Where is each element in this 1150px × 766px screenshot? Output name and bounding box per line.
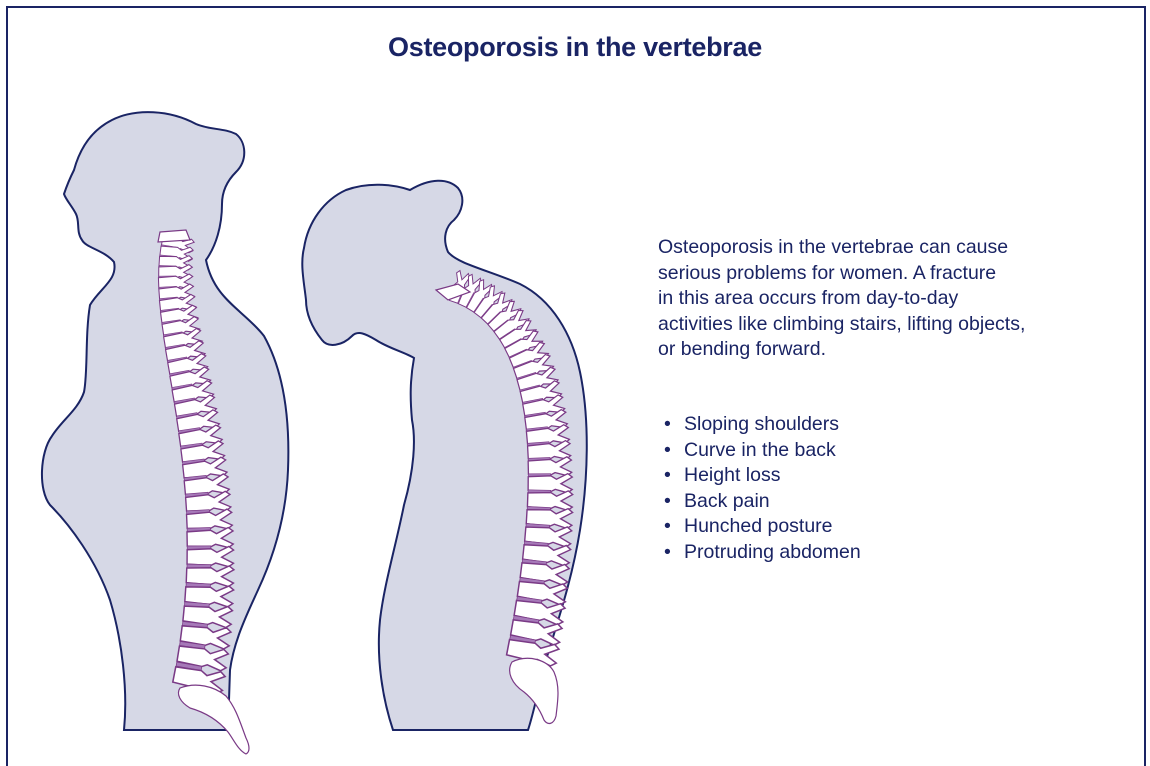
bullet-icon: • (664, 514, 671, 540)
bullet-icon: • (664, 489, 671, 515)
description-line: or bending forward. (658, 338, 826, 360)
symptom-label: Height loss (684, 464, 780, 486)
upright-woman-silhouette (42, 112, 288, 730)
description-line: Osteoporosis in the vertebrae can cause (658, 236, 1008, 258)
description-line: serious problems for women. A fracture (658, 262, 996, 284)
symptom-label: Sloping shoulders (684, 413, 839, 435)
skull-base (158, 230, 190, 242)
symptom-item: • Hunched posture (662, 514, 861, 540)
symptom-item: • Back pain (662, 489, 861, 515)
bullet-icon: • (664, 540, 671, 566)
description-line: in this area occurs from day-to-day (658, 287, 958, 309)
symptom-label: Protruding abdomen (684, 541, 861, 563)
symptom-list: • Sloping shoulders • Curve in the back • H… (662, 412, 861, 565)
symptom-item: • Curve in the back (662, 438, 861, 464)
symptom-label: Hunched posture (684, 515, 833, 537)
bullet-icon: • (664, 438, 671, 464)
symptom-item: • Height loss (662, 463, 861, 489)
symptom-item: • Sloping shoulders (662, 412, 861, 438)
bullet-icon: • (664, 412, 671, 438)
description-text: Osteoporosis in the vertebrae can cause … (658, 235, 1128, 363)
description-line: activities like climbing stairs, lifting… (658, 313, 1025, 335)
bullet-icon: • (664, 463, 671, 489)
symptom-item: • Protruding abdomen (662, 540, 861, 566)
symptom-label: Back pain (684, 490, 770, 512)
symptom-label: Curve in the back (684, 439, 836, 461)
